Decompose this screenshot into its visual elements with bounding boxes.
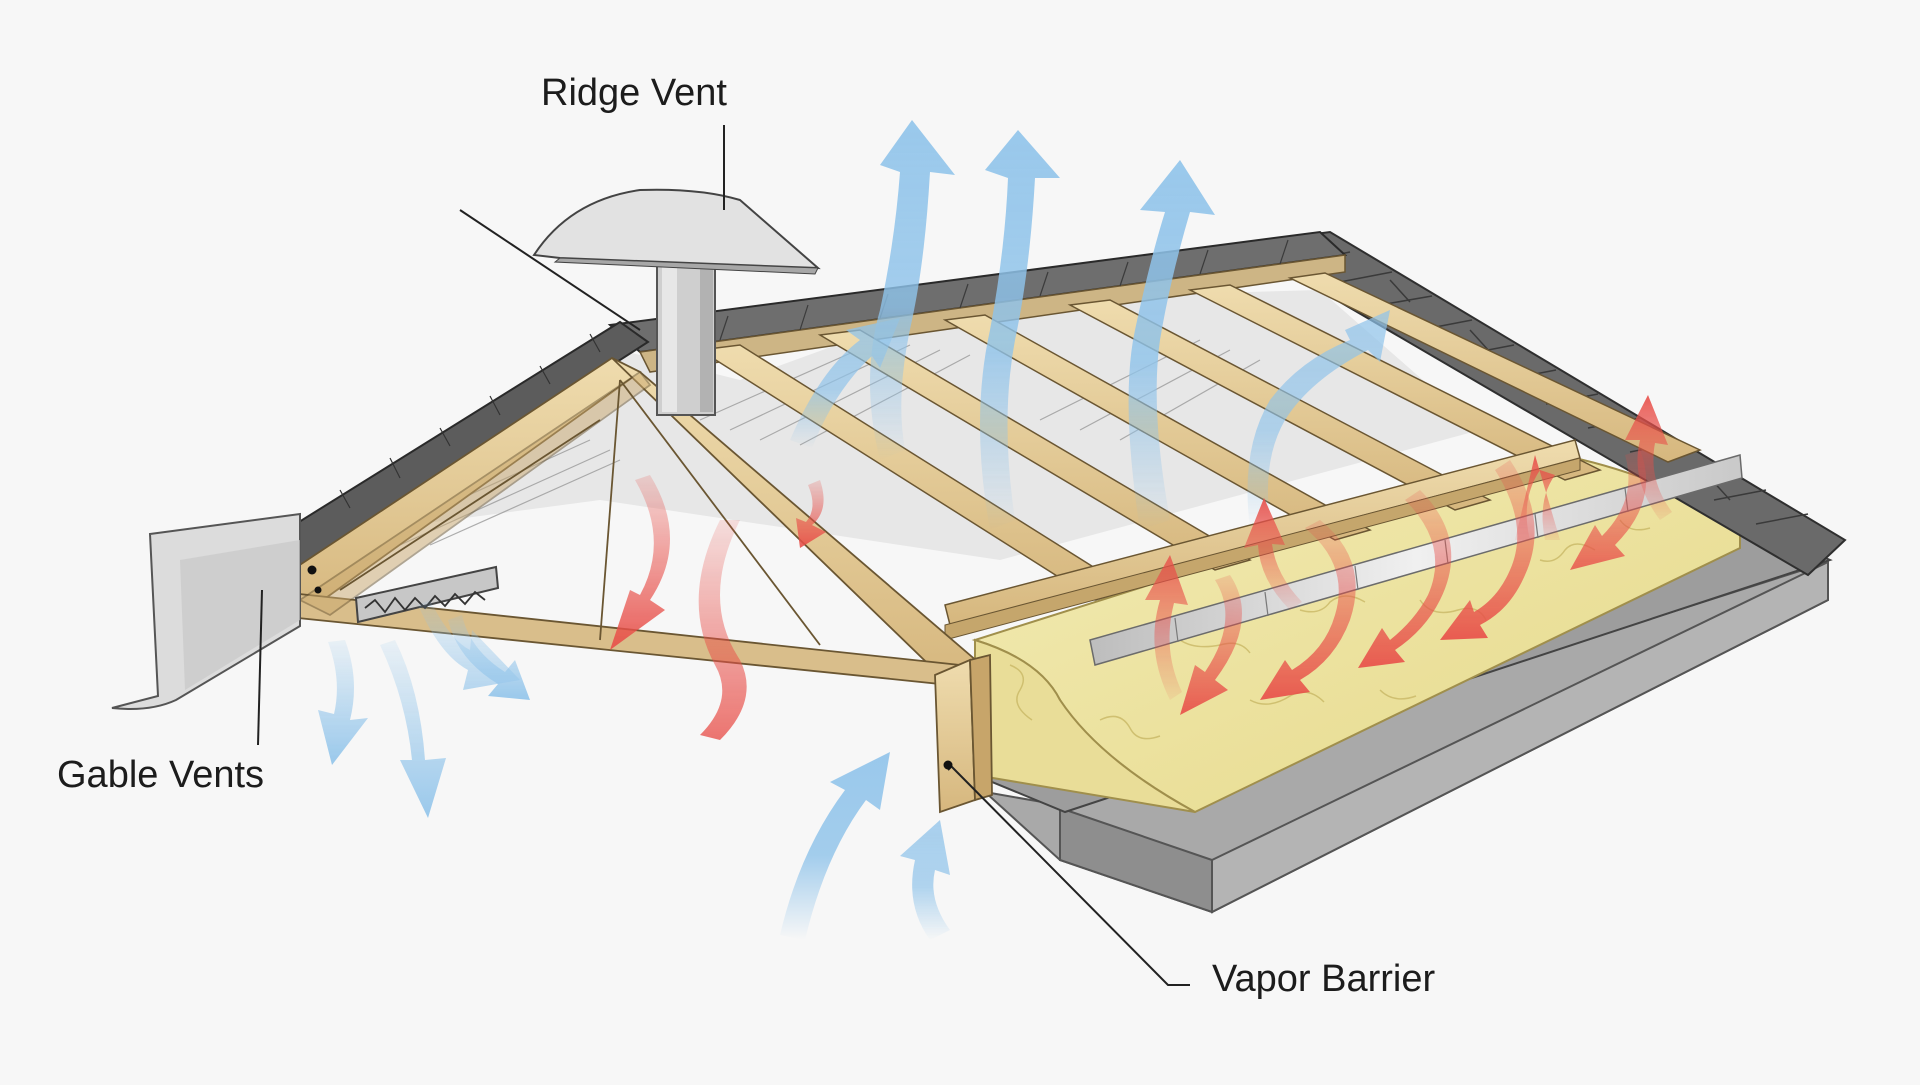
arrow-up-icon [1515, 455, 1560, 540]
arrow-down-icon [1358, 490, 1452, 668]
ridge-vent-label: Ridge Vent [541, 72, 727, 114]
gable-vents-label: Gable Vents [57, 754, 265, 796]
arrow-down-icon [1260, 520, 1356, 700]
arrow-down-icon [796, 480, 826, 548]
vapor-barrier-label: Vapor Barrier [1212, 958, 1436, 1000]
arrow-up-icon [1145, 555, 1188, 700]
arrow-down-icon [1180, 575, 1242, 715]
arrow-down-icon [1570, 450, 1647, 570]
arrow-up-icon [870, 120, 955, 460]
arrow-down-icon [610, 475, 670, 650]
gable-end-panel [111, 512, 301, 710]
warm-airflow-arrows [610, 450, 1647, 740]
arrow-up-icon [1244, 498, 1302, 610]
ridge-vent [532, 188, 821, 416]
arrow-down-icon [380, 640, 446, 818]
arrow-up-icon [780, 752, 890, 940]
label-anchor-dots [307, 565, 953, 770]
arrow-down-icon [698, 520, 747, 740]
wall-post [934, 653, 993, 814]
cool-airflow-intake-arrows [318, 600, 530, 818]
warm-airflow-up-arrows [1145, 395, 1672, 700]
arrow-down-icon [418, 600, 520, 690]
arrow-up-icon [900, 820, 950, 940]
arrow-down-icon [1440, 460, 1535, 640]
arrow-up-icon [790, 318, 900, 448]
label-leader-lines [257, 125, 1190, 986]
arrow-up-icon [980, 130, 1060, 530]
arrow-down-icon [318, 640, 368, 765]
arrow-up-icon [1625, 395, 1672, 520]
cool-airflow-soffit-arrows [780, 752, 950, 940]
arrow-up-icon [1128, 160, 1215, 530]
